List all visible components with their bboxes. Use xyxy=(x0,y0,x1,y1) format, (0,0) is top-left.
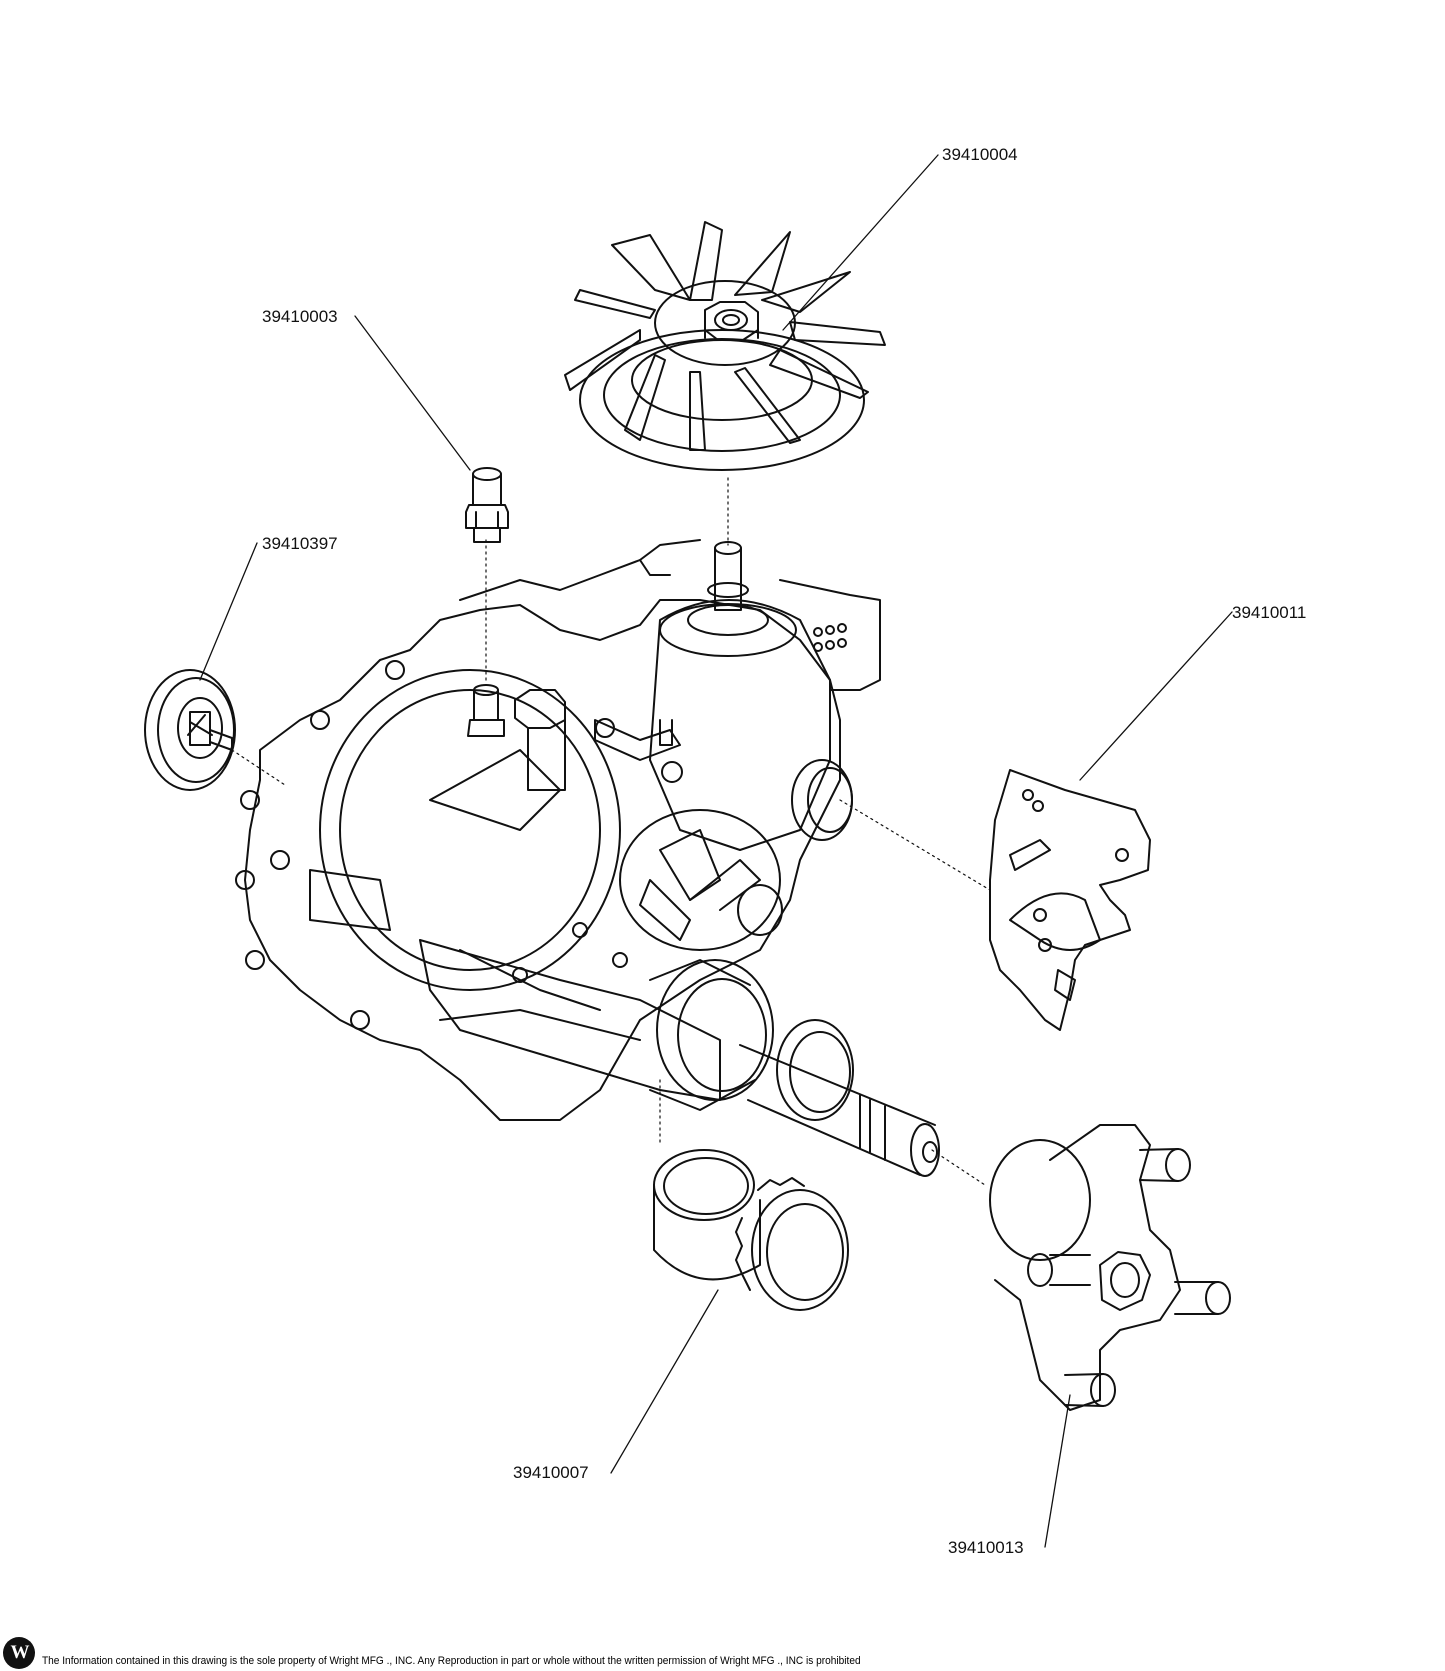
input-pulley xyxy=(144,669,236,791)
callout-fitting: 39410003 xyxy=(262,307,338,326)
transaxle-housing xyxy=(235,539,940,1177)
leader-hub xyxy=(1044,1394,1071,1548)
wright-logo-mark xyxy=(3,1637,35,1669)
leader-fan xyxy=(782,154,939,331)
cooling-fan xyxy=(564,221,886,471)
wheel-hub xyxy=(989,1124,1231,1411)
copyright-notice: The Information contained in this drawin… xyxy=(42,1655,861,1667)
control-bracket xyxy=(989,769,1151,1031)
callout-bracket: 39410011 xyxy=(1232,603,1307,622)
leader-pulley xyxy=(199,542,258,681)
callout-fan: 39410004 xyxy=(942,145,1018,164)
assembly-center-lines xyxy=(231,477,991,1186)
callout-hub: 39410013 xyxy=(948,1538,1024,1557)
oil-filter xyxy=(653,1149,849,1311)
leader-fitting xyxy=(354,315,471,471)
leader-lines xyxy=(199,154,1233,1548)
breather-fitting xyxy=(465,467,509,543)
wright-logo-letter: W xyxy=(10,1642,30,1663)
leader-bracket xyxy=(1079,611,1233,781)
callout-pulley: 39410397 xyxy=(262,534,338,553)
leader-filter xyxy=(610,1289,719,1474)
callout-filter: 39410007 xyxy=(513,1463,589,1482)
